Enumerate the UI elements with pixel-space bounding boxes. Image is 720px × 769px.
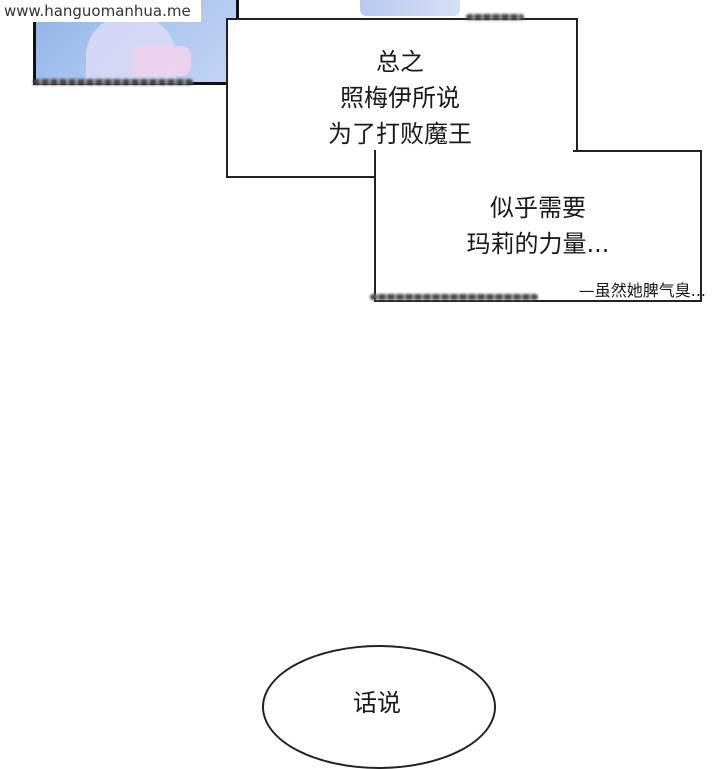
blurred-sound-effect — [466, 14, 524, 20]
dialogue-line: 照梅伊所说 — [340, 84, 460, 112]
character-detail — [131, 46, 191, 76]
dialogue-line: 玛莉的力量... — [466, 230, 610, 258]
bubble-merge-cover — [376, 150, 573, 176]
speech-bubble-bottom-text: 话说 — [353, 689, 401, 717]
dialogue-line: 总之 — [376, 48, 424, 76]
speech-bubble-1-text: 总之 照梅伊所说 为了打败魔王 — [226, 44, 574, 152]
dialogue-line: 似乎需要 — [490, 194, 586, 222]
blurred-sound-effect — [370, 294, 538, 300]
site-watermark: www.hanguomanhua.me — [0, 0, 201, 22]
dialogue-aside: —虽然她脾气臭... — [578, 281, 706, 300]
blurred-sound-effect — [33, 79, 193, 85]
comic-panel-art-top — [360, 0, 460, 16]
dialogue-line: 为了打败魔王 — [328, 120, 472, 148]
speech-bubble-2-text: 似乎需要 玛莉的力量... — [376, 190, 700, 262]
